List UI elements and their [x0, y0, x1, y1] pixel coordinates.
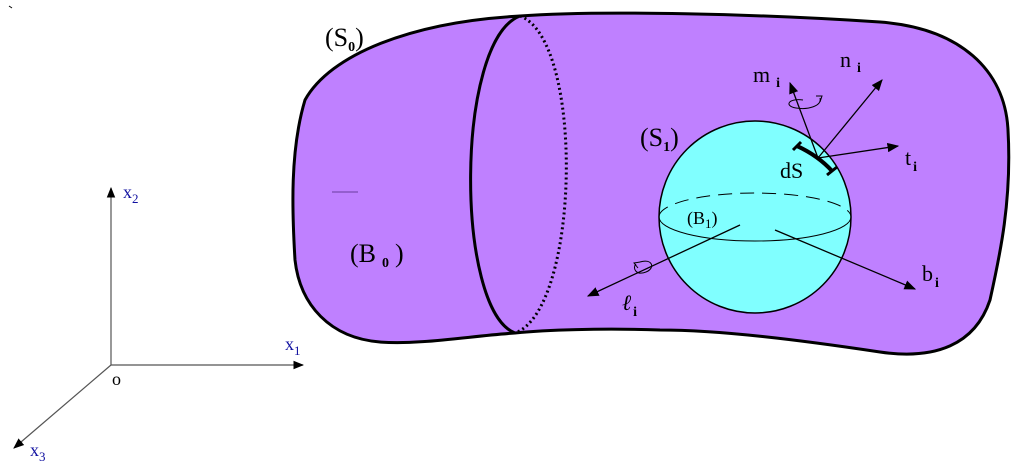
- label-s1: (S1): [640, 123, 679, 155]
- label-x2: x2: [123, 182, 139, 206]
- origin-label: o: [112, 369, 121, 389]
- surface-element-ds: [796, 144, 834, 173]
- axis-x3: [13, 364, 112, 449]
- ds-tick-left: [791, 140, 803, 152]
- ds-tick-right: [826, 165, 838, 177]
- rotation-l-icon: [633, 260, 653, 274]
- rotation-m-icon: [788, 97, 821, 109]
- sphere-equator-front: [658, 216, 852, 242]
- vector-n: [817, 79, 883, 159]
- label-s0: (S0): [325, 23, 364, 55]
- vector-l: [586, 224, 741, 297]
- vector-m: [789, 81, 819, 159]
- label-x1: x1: [285, 334, 301, 358]
- stray-mark: [8, 5, 13, 9]
- body-b0-surface: [291, 11, 1011, 356]
- vector-b: [774, 229, 917, 290]
- label-b1: (B1): [687, 208, 718, 231]
- vector-t: [817, 142, 900, 159]
- label-ds: dS: [780, 158, 803, 183]
- rotation-m-arrowhead: [816, 95, 823, 103]
- rotation-l-arrowhead: [633, 261, 641, 269]
- section-front-arc: [469, 14, 521, 335]
- label-x3: x3: [30, 440, 46, 463]
- sphere-equator-back: [658, 192, 852, 218]
